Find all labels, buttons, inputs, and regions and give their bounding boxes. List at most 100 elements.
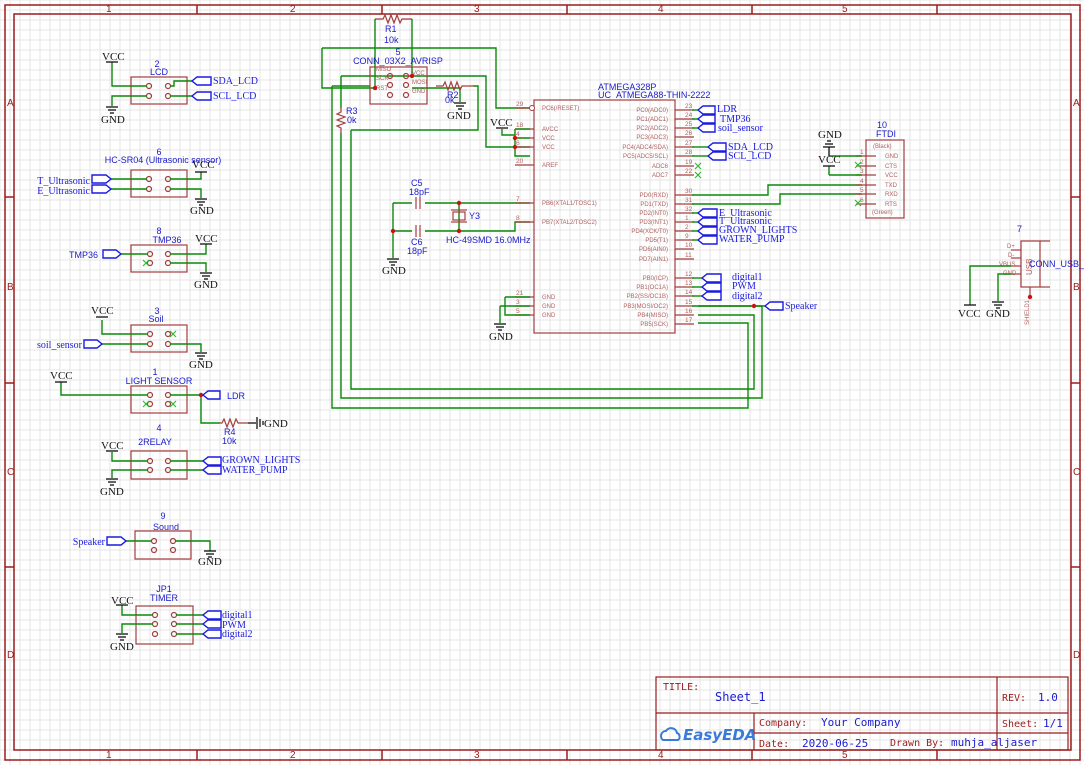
row-label: C [1073, 467, 1080, 478]
pin-number: 32 [685, 206, 693, 213]
component-lcd[interactable]: 2 LCD [111, 59, 192, 106]
pin-name: PD7(AIN1) [639, 257, 668, 263]
sheet-value: 1/1 [1043, 717, 1063, 730]
pin-number: 30 [685, 188, 693, 195]
net-flag-grown-lights[interactable]: GROWN_LIGHTS [201, 455, 300, 466]
pin-number: 3 [516, 299, 520, 306]
component-tmp36[interactable]: 8 TMP36 VCC GND [121, 226, 218, 291]
pin-number: 31 [685, 197, 693, 204]
svg-text:VCC: VCC [958, 308, 981, 320]
resistor-r1[interactable]: R1 10k [375, 13, 412, 45]
svg-text:0k: 0k [445, 95, 455, 105]
net-flag-tmp36[interactable]: TMP36 [69, 249, 123, 260]
net-flag-speaker-mcu[interactable]: Speaker [763, 301, 818, 312]
pin-name: GND [542, 313, 556, 319]
component-relay[interactable]: 4 2RELAY VCC GND [100, 423, 203, 498]
resistor-r2[interactable]: R2 0k GND [436, 80, 473, 122]
net-flag-tmp36-mcu[interactable]: TMP36 [696, 114, 751, 125]
svg-text:E_Ultrasonic: E_Ultrasonic [719, 208, 772, 219]
pin-number: 20 [516, 158, 524, 165]
svg-text:2RELAY: 2RELAY [138, 437, 172, 447]
component-timer[interactable]: JP1 TIMER VCC GND [110, 584, 203, 653]
svg-text:5: 5 [395, 47, 400, 57]
pin-number: 27 [685, 140, 693, 147]
net-flag-scl-lcd[interactable]: SCL_LCD [190, 91, 256, 102]
pin-name: PB3(MOSI/OC2) [623, 304, 668, 310]
net-flag-pwm[interactable]: PWM [201, 619, 246, 631]
c5-value: 18pF [409, 187, 430, 197]
net-flag-t-ultrasonic[interactable]: T_Ultrasonic [37, 174, 113, 187]
component-isp[interactable]: 5 CONN_03X2_AVRISP MISO SCK RST VCC MOSI… [353, 47, 443, 105]
pin-number: 6 [516, 140, 520, 147]
svg-text:0k: 0k [347, 115, 357, 125]
component-atmega328p[interactable]: ATMEGA328P UC_ATMEGA88-THIN-2222 29PC6(/… [489, 82, 862, 343]
pin-name: TXD [885, 183, 898, 189]
net-flag-water-pump-mcu[interactable]: WATER_PUMP [696, 234, 785, 245]
pin-name: PC0(ADC0) [636, 108, 668, 114]
component-name: LCD [150, 67, 169, 77]
pin-number: 5 [860, 187, 864, 194]
net-flag-scl-lcd-mcu[interactable]: SCL_LCD [706, 151, 771, 162]
resistor-r3[interactable]: R3 0k [335, 106, 358, 133]
pin-name: VCC [542, 136, 555, 142]
svg-text:R2: R2 [447, 90, 459, 100]
net-flag-sda-lcd[interactable]: SDA_LCD [190, 76, 258, 87]
net-flag-speaker-sound[interactable]: Speaker [73, 536, 128, 548]
title-label: TITLE: [663, 682, 699, 693]
net-flag-t-ultrasonic-mcu[interactable]: T_Ultrasonic [696, 216, 772, 227]
svg-text:SDA_LCD: SDA_LCD [213, 76, 258, 87]
pin-number: 13 [685, 280, 693, 287]
net-flag-soil-sensor-mcu[interactable]: soil_sensor [696, 123, 764, 134]
pin-name: AVCC [542, 127, 559, 133]
net-flag-pwm-mcu[interactable]: PWM [700, 281, 756, 292]
svg-text:GND: GND [194, 279, 218, 291]
net-flag-digital2-mcu[interactable]: digital2 [700, 291, 763, 302]
component-light-sensor[interactable]: 1 LIGHT SENSOR VCC [50, 367, 220, 424]
svg-text:10: 10 [877, 120, 887, 130]
svg-text:(Green): (Green) [872, 210, 893, 216]
net-flag-ldr-mcu[interactable]: LDR [696, 104, 737, 115]
svg-text:VCC: VCC [818, 154, 841, 166]
net-flag-digital1[interactable]: digital1 [201, 610, 253, 621]
pin-name: RTS [885, 202, 897, 208]
net-flag-digital1-mcu[interactable]: digital1 [700, 272, 763, 283]
component-ftdi[interactable]: 10 FTDI (Black) (Green) 1GND2CTS3VCC4TXD… [818, 120, 905, 219]
mcu-right-pins: 23PC0(ADC0)24PC1(ADC1)25PC2(ADC2)26PC3(A… [622, 103, 694, 328]
company-label: Company: [759, 718, 807, 729]
svg-text:SCK: SCK [376, 76, 388, 82]
net-flag-e-ultrasonic-mcu[interactable]: E_Ultrasonic [696, 208, 772, 219]
svg-text:GND: GND [818, 129, 842, 141]
net-flag-e-ultrasonic[interactable]: E_Ultrasonic [37, 184, 113, 197]
component-ultrasonic[interactable]: 6 HC-SR04 (Ultrasonic sensor) VCC GND [105, 147, 222, 217]
net-flag-sda-lcd-mcu[interactable]: SDA_LCD [706, 142, 773, 153]
svg-text:Soil: Soil [148, 314, 163, 324]
net-flag-grown-lights-mcu[interactable]: GROWN_LIGHTS [696, 225, 797, 236]
net-flag-water-pump[interactable]: WATER_PUMP [201, 465, 288, 476]
pin-number: 28 [685, 149, 693, 156]
svg-text:Speaker: Speaker [73, 537, 106, 548]
net-flag-digital2[interactable]: digital2 [201, 629, 253, 640]
component-usb[interactable]: 7 D+ D- VBUS GND USB CONN_USB_ SHIELD1 V… [958, 224, 1084, 325]
svg-text:VCC: VCC [111, 595, 134, 607]
component-soil[interactable]: 3 Soil VCC GND [91, 305, 213, 371]
net-flag-ldr[interactable]: LDR [201, 390, 246, 401]
svg-text:LDR: LDR [227, 391, 246, 401]
row-label: B [7, 282, 14, 293]
pin-name: PC6(/RESET) [542, 106, 579, 112]
resistor-r4[interactable]: R4 10k GND [220, 417, 288, 446]
net-flag-soil-sensor[interactable]: soil_sensor [37, 339, 104, 351]
component-sound[interactable]: 9 Sound GND [126, 511, 222, 568]
svg-text:EasyEDA: EasyEDA [683, 726, 756, 744]
crystal-section[interactable]: C5 18pF C6 18pF Y3 HC-49SMD 16.0MHz GND [382, 178, 531, 277]
svg-text:WATER_PUMP: WATER_PUMP [222, 465, 288, 476]
svg-text:HC-SR04 (Ultrasonic sensor): HC-SR04 (Ultrasonic sensor) [105, 155, 222, 165]
svg-text:(Black): (Black) [873, 144, 892, 150]
